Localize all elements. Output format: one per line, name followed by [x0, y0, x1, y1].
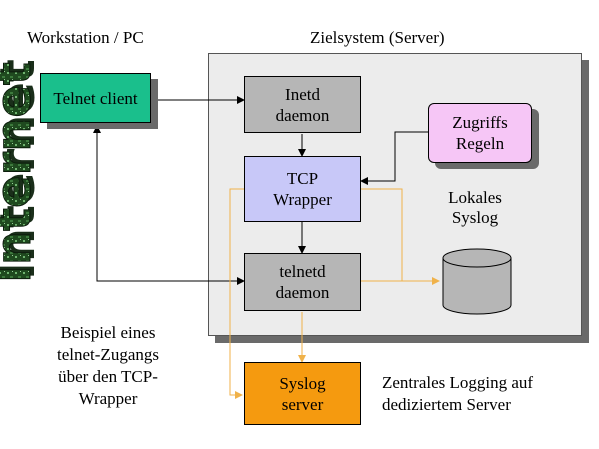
lokales-syslog-line2: Syslog	[451, 208, 499, 227]
edge-telnetd-to-client	[93, 125, 244, 282]
tcp-wrapper-node: TCP Wrapper	[244, 156, 361, 222]
telnetd-node: telnetd daemon	[244, 253, 361, 311]
telnetd-label-line2: daemon	[275, 283, 330, 302]
zugriffs-regeln-node: Zugriffs Regeln	[428, 103, 532, 163]
server-header: Zielsystem (Server)	[310, 28, 445, 47]
telnetd-label-line1: telnetd	[279, 262, 326, 281]
bottom-right-caption-line1: Zentrales Logging auf	[382, 373, 534, 392]
left-caption-line2: telnet-Zugangs	[57, 345, 159, 364]
lokales-syslog-label: Lokales Syslog	[440, 188, 510, 228]
left-caption-line1: Beispiel eines	[60, 323, 156, 342]
left-caption-line4: Wrapper	[78, 389, 138, 408]
log-line-tcp-to-local	[361, 188, 403, 281]
log-line-tcp-to-central	[229, 188, 244, 399]
telnet-client-label: Telnet client	[53, 88, 138, 108]
syslog-server-label-line1: Syslog	[279, 373, 326, 393]
inetd-label-line2: daemon	[275, 105, 330, 125]
lokales-syslog-line1: Lokales	[448, 188, 502, 207]
telnet-client-node: Telnet client	[40, 73, 151, 123]
tcp-wrapper-label-line1: TCP	[286, 169, 319, 188]
workstation-header: Workstation / PC	[27, 28, 144, 47]
inetd-label-line1: Inetd	[285, 84, 320, 104]
edge-rules-to-tcp	[360, 131, 428, 185]
bottom-right-caption: Zentrales Logging auf dediziertem Server	[382, 372, 533, 416]
zugriffs-label-line2: Regeln	[455, 134, 505, 153]
tcp-wrapper-label-line2: Wrapper	[273, 190, 332, 209]
syslog-server-node: Syslog server	[244, 362, 361, 425]
syslog-server-label-line2: server	[281, 394, 324, 414]
left-caption-line3: über den TCP-	[58, 367, 158, 386]
left-caption: Beispiel eines telnet-Zugangs über den T…	[38, 322, 178, 410]
bottom-right-caption-line2: dediziertem Server	[382, 395, 511, 414]
zugriffs-label-line1: Zugriffs	[452, 113, 508, 132]
inetd-node: Inetd daemon	[244, 76, 361, 133]
